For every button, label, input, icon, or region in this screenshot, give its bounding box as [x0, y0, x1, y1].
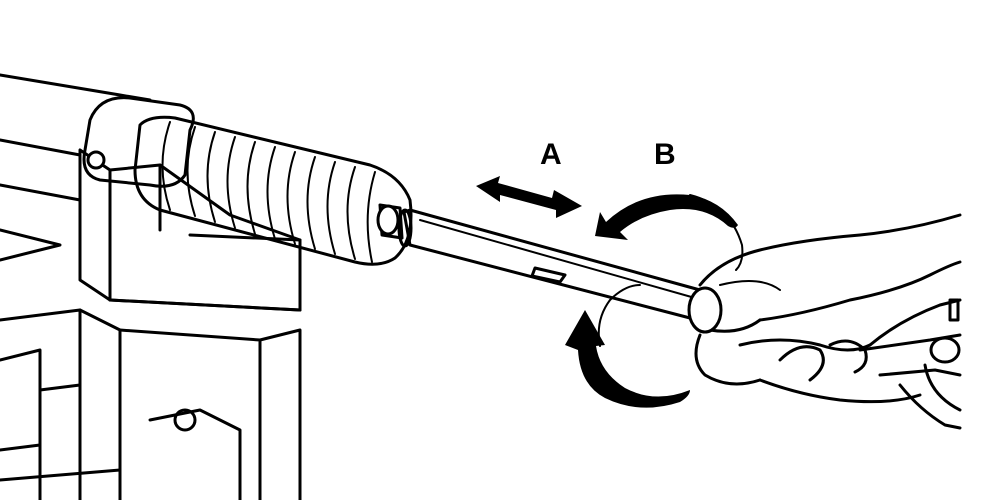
hand-right-upper — [687, 213, 962, 334]
wrench — [858, 298, 962, 430]
label-b: B — [654, 138, 676, 171]
tie-rod — [376, 203, 702, 320]
rubber-boot — [133, 115, 413, 266]
arrow-b-rotation — [565, 194, 744, 408]
bench-vise — [0, 73, 302, 500]
label-a: A — [540, 138, 562, 171]
arrow-a-axial — [476, 176, 582, 218]
hand-right-lower — [694, 298, 962, 404]
